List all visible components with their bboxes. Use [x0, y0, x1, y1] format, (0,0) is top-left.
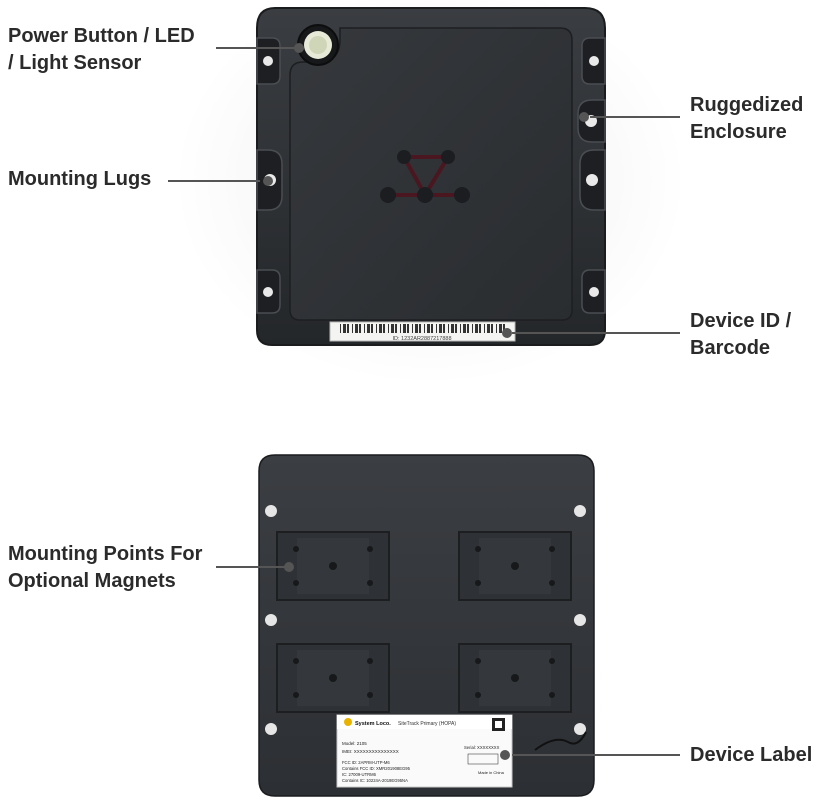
- barcode-bar: [379, 324, 382, 333]
- barcode-bar: [415, 324, 418, 333]
- barcode-bar: [340, 324, 341, 333]
- barcode-text: ID: 1232AR2887217888: [392, 336, 451, 342]
- barcode-bar: [499, 324, 502, 333]
- barcode-bar: [484, 324, 485, 333]
- barcode-sticker: ID: 1232AR2887217888: [329, 321, 516, 342]
- callout-device-label: Device Label: [690, 744, 813, 766]
- barcode-bar: [383, 324, 385, 333]
- barcode-bar: [436, 324, 437, 333]
- label-serial: Serial: XXXXXXXX: [464, 745, 500, 750]
- barcode-bar: [352, 324, 353, 333]
- mounting-holes: [265, 505, 586, 735]
- barcode-bar: [463, 324, 466, 333]
- label-fcc: FCC ID: 2APRM-UTP-M6: [342, 760, 390, 765]
- power-button[interactable]: [297, 24, 339, 66]
- callout-magnets: Mounting Points For Optional Magnets: [8, 543, 203, 592]
- barcode-bar: [347, 324, 349, 333]
- label-made-in: Made in China: [478, 770, 505, 775]
- barcode-bar: [472, 324, 473, 333]
- label-contains-ic: Contains IC: 10224A-2019EG95NA: [342, 778, 408, 783]
- label-imei: IMEI: XXXXXXXXXXXXXXX: [342, 749, 399, 754]
- device-back: System Loco. SiteTrack Primary (HOPA) Mo…: [258, 454, 595, 797]
- barcode-bar: [391, 324, 394, 333]
- barcode-bar: [487, 324, 490, 333]
- barcode-bar: [475, 324, 478, 333]
- barcode-bar: [355, 324, 358, 333]
- barcode-bar: [419, 324, 421, 333]
- barcode-bar: [427, 324, 430, 333]
- barcode-bar: [467, 324, 469, 333]
- barcode-bar: [503, 324, 505, 333]
- barcode-bar: [395, 324, 397, 333]
- callout-lines: [168, 43, 680, 760]
- barcode-bar: [407, 324, 409, 333]
- label-model: Model: 2105: [342, 741, 367, 746]
- callout-power-button: Power Button / LED / Light Sensor: [8, 25, 195, 74]
- barcode-bar: [451, 324, 454, 333]
- barcode-bar: [424, 324, 425, 333]
- label-product: SiteTrack Primary (HOPA): [398, 721, 456, 727]
- barcode-bar: [431, 324, 433, 333]
- barcode-bar: [443, 324, 445, 333]
- label-brand: System Loco.: [355, 721, 391, 727]
- barcode-bar: [455, 324, 457, 333]
- barcode-bar: [371, 324, 373, 333]
- barcode-bar: [343, 324, 346, 333]
- magnet-mount-points: [276, 531, 572, 713]
- barcode-bar: [359, 324, 361, 333]
- device-label-sticker: System Loco. SiteTrack Primary (HOPA) Mo…: [336, 714, 513, 788]
- barcode-bar: [400, 324, 401, 333]
- device-front: ID: 1232AR2887217888: [180, 0, 680, 380]
- barcode-bar: [460, 324, 461, 333]
- barcode-bar: [439, 324, 442, 333]
- label-contains-fcc: Contains FCC ID: XMR201908EG95: [342, 766, 411, 771]
- barcode-bar: [376, 324, 377, 333]
- barcode-bar: [448, 324, 449, 333]
- barcode-bar: [491, 324, 493, 333]
- barcode-bar: [412, 324, 413, 333]
- barcode-bar: [403, 324, 406, 333]
- callout-device-id: Device ID / Barcode: [690, 310, 792, 359]
- barcode-bar: [479, 324, 481, 333]
- barcode-bar: [364, 324, 365, 333]
- barcode-bar: [388, 324, 389, 333]
- barcode-bar: [367, 324, 370, 333]
- callout-enclosure: Ruggedized Enclosure: [690, 94, 804, 143]
- barcode-bar: [496, 324, 497, 333]
- label-ic: IC: 27009-UTRM6: [342, 772, 377, 777]
- callout-mounting-lugs: Mounting Lugs: [8, 168, 152, 190]
